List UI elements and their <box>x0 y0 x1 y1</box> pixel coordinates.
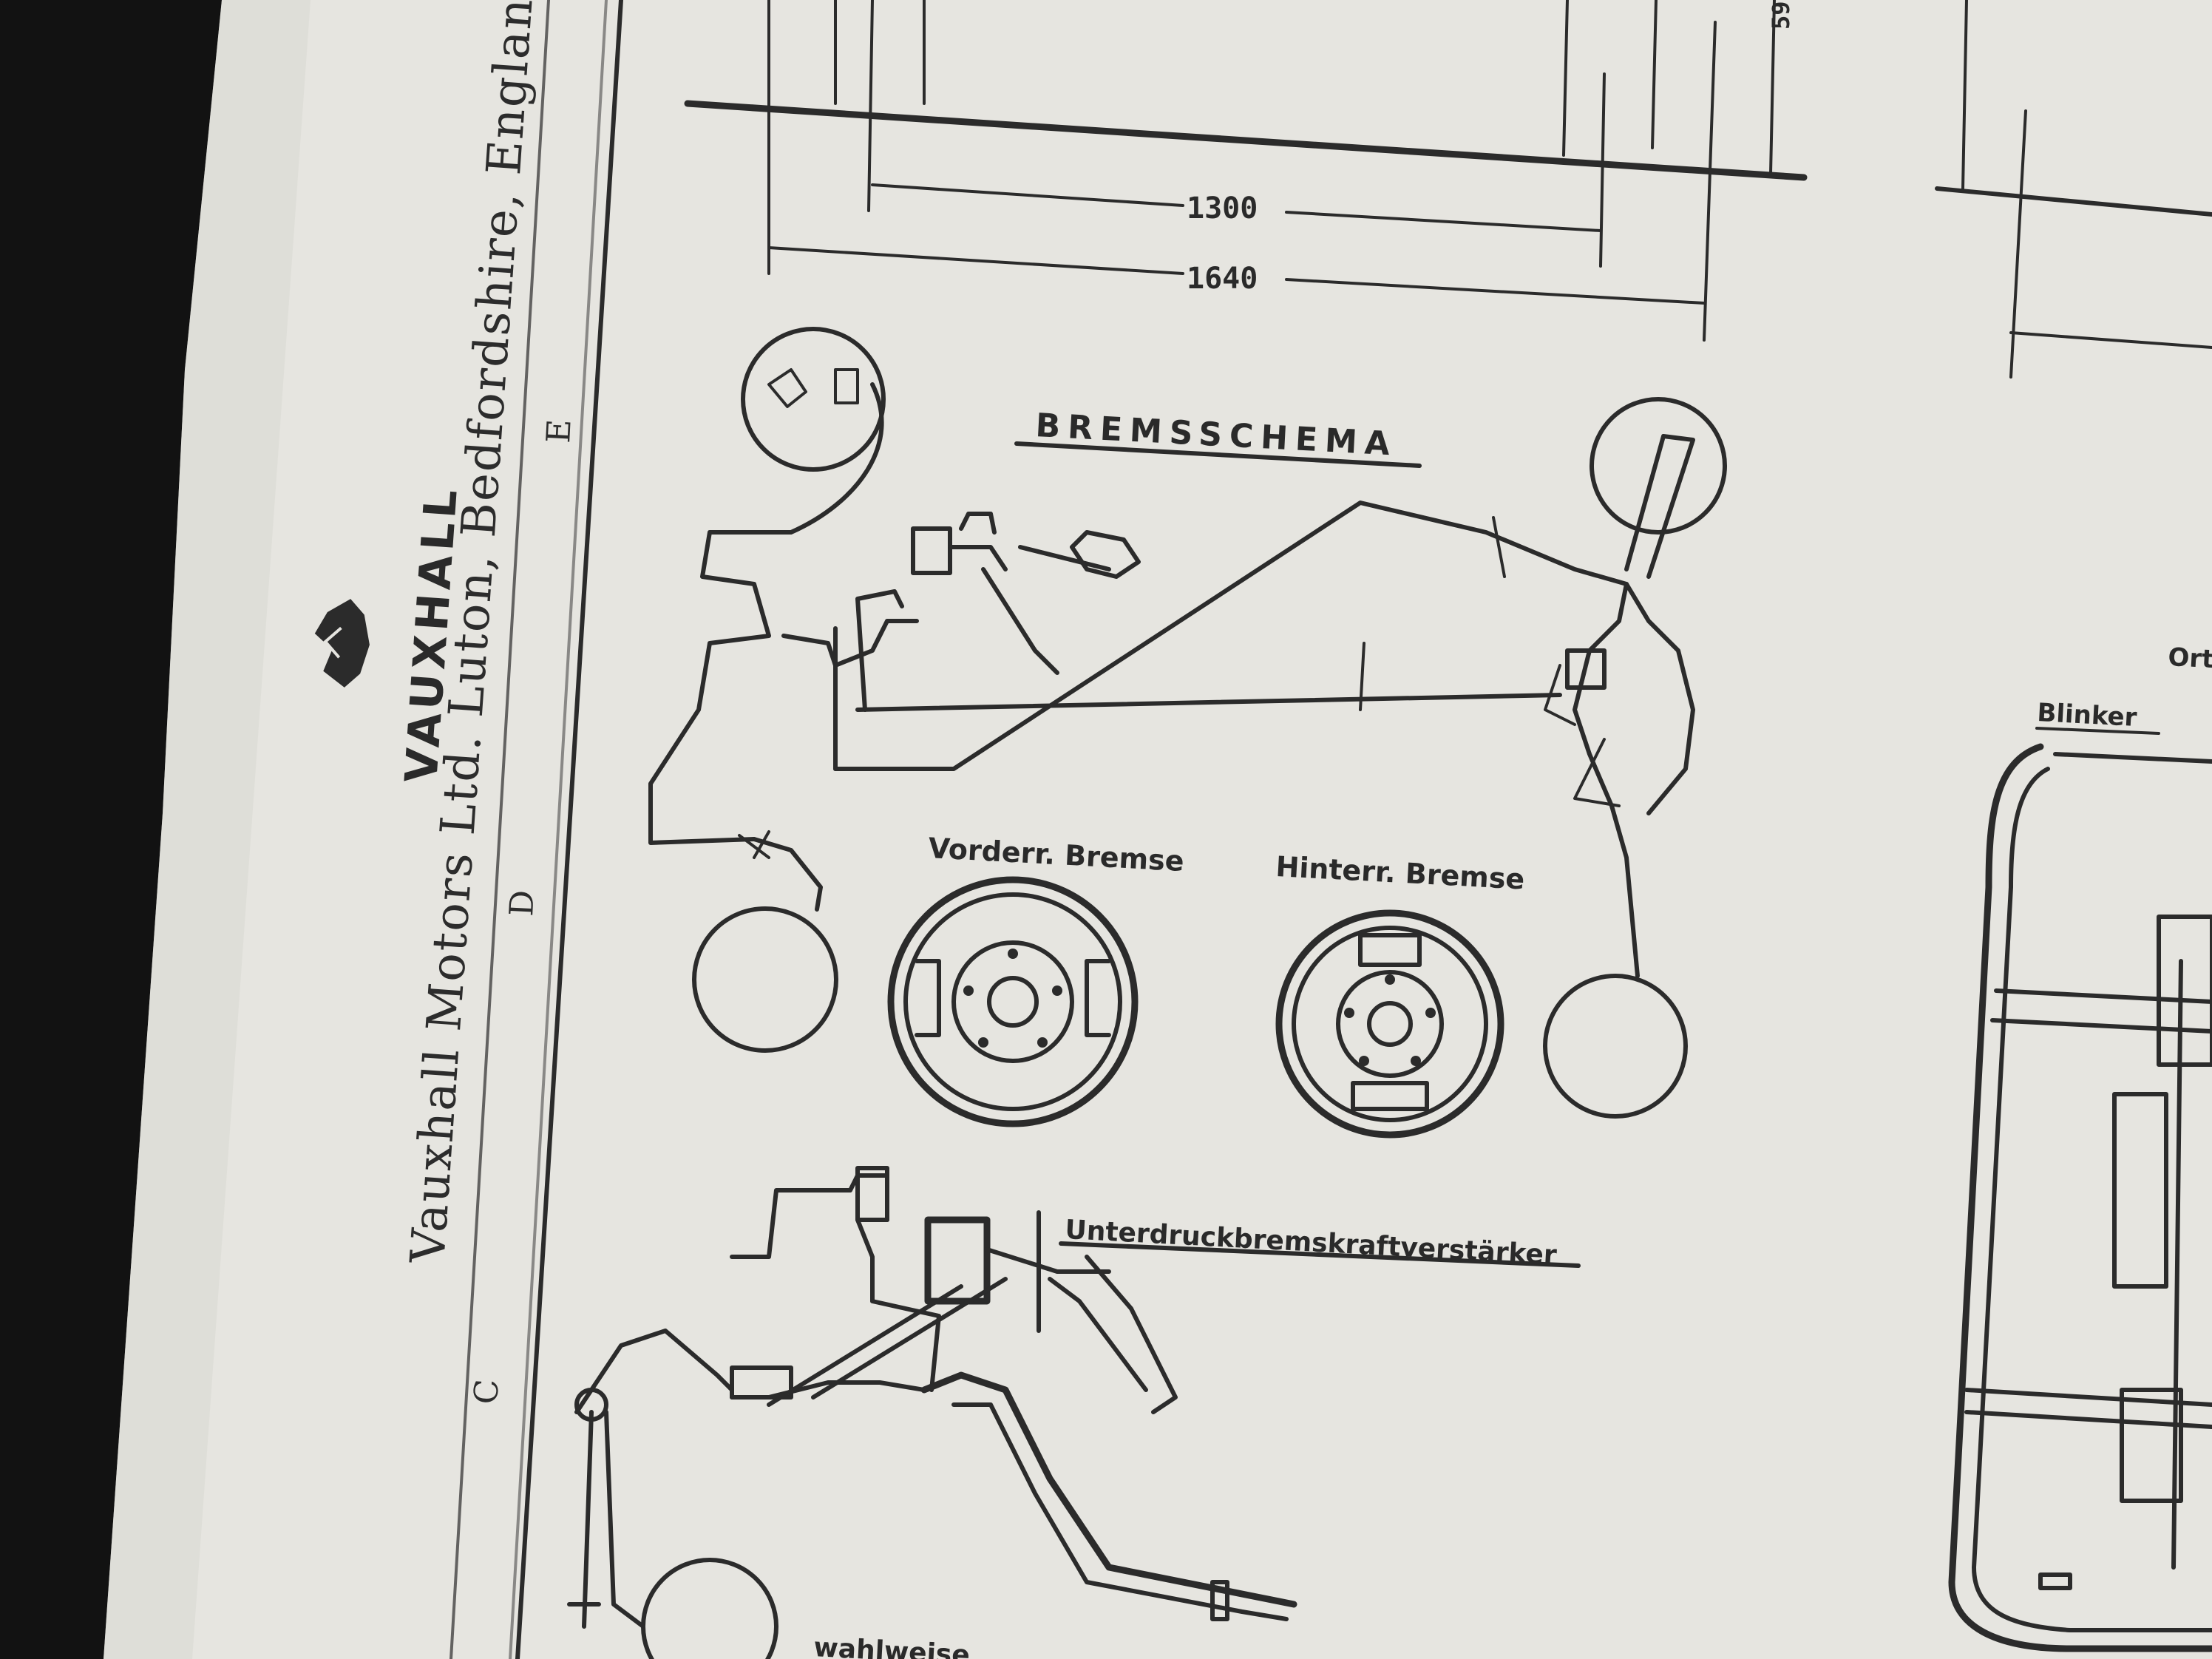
top-dimension-drawing <box>684 0 2212 379</box>
diagram-title-underline <box>1014 441 1422 468</box>
margin-rules <box>449 0 623 1659</box>
griffin-logo <box>314 599 370 688</box>
brake-schematic <box>648 327 1727 1119</box>
paper-shadow <box>104 0 311 1659</box>
right-partial-label: Ort <box>2168 642 2212 674</box>
margin-letter-c: C <box>467 1378 506 1405</box>
dimension-1640: 1640 <box>1187 262 1258 296</box>
svg-text:59: 59 <box>1767 1 1795 30</box>
svg-text:E: E <box>540 418 579 444</box>
margin-letter-d: D <box>503 889 542 917</box>
svg-text:C: C <box>467 1378 506 1405</box>
paper-sheet <box>104 0 2212 1659</box>
booster-diagram <box>567 1166 1297 1659</box>
blinker-underline <box>2035 727 2160 735</box>
booster-label-underline <box>1059 1241 1581 1268</box>
dimension-1300: 1300 <box>1187 191 1258 225</box>
front-brake-drum <box>887 876 1139 1127</box>
right-panel-drawing <box>1948 743 2212 1652</box>
svg-text:D: D <box>503 889 542 917</box>
blinker-label: Blinker <box>2037 698 2138 733</box>
rear-brake-drum <box>1275 909 1504 1139</box>
dimension-partial-top: 59 <box>1767 1 1795 30</box>
margin-letter-e: E <box>540 418 579 444</box>
